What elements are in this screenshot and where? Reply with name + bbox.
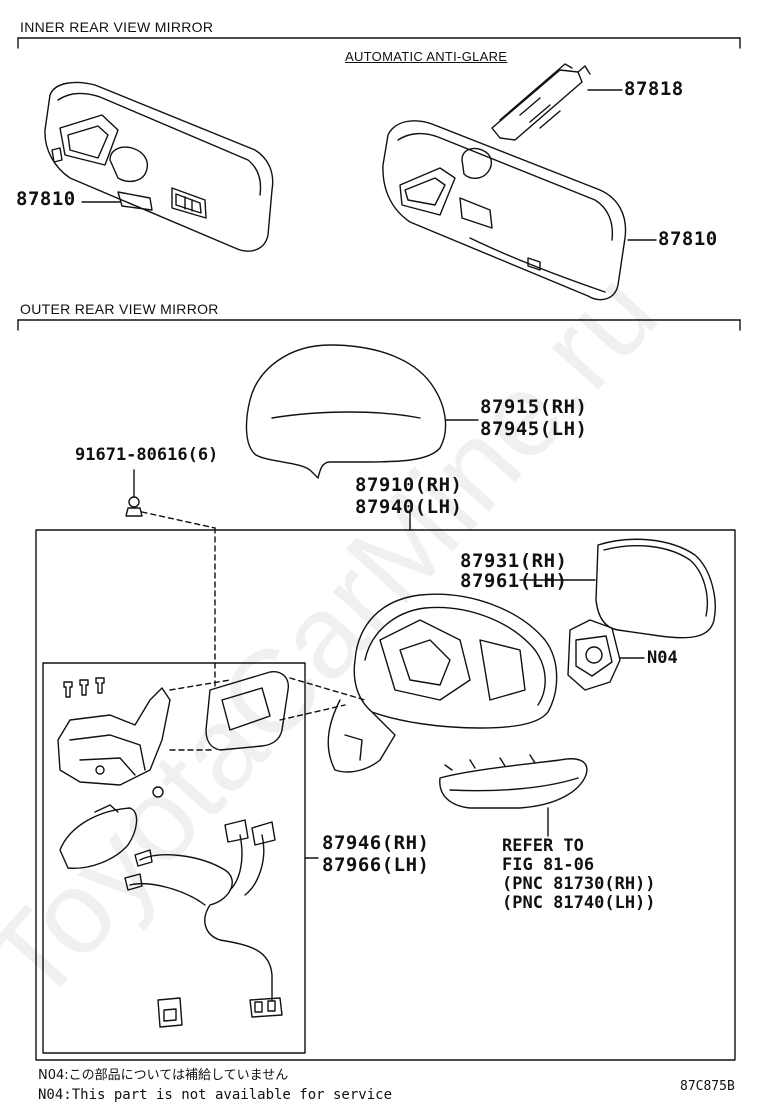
part-n04: N04 [647, 648, 678, 668]
part-87966: 87966(LH) [322, 854, 430, 876]
part-87910: 87910(RH) [355, 474, 463, 496]
screws-set [63, 677, 105, 698]
section-bracket-inner [17, 37, 741, 49]
mirror-cover [245, 344, 447, 479]
section-title-outer: OUTER REAR VIEW MIRROR [20, 301, 219, 317]
part-87940: 87940(LH) [355, 496, 463, 518]
part-91671: 91671-80616(6) [75, 445, 219, 465]
connector-clip [157, 997, 183, 1028]
part-87810-right: 87810 [658, 228, 718, 250]
actuator-n04 [567, 619, 621, 691]
wire-harness [124, 819, 283, 1018]
note-english: N04:This part is not available for servi… [38, 1087, 393, 1103]
inner-cover-plate [205, 671, 289, 751]
refer-line-4: (PNC 81740(LH)) [502, 893, 656, 913]
note-japanese: N04:この部品については補給していません [38, 1068, 289, 1083]
assembly-box-87910 [35, 529, 736, 1061]
mirror-glass [595, 538, 716, 639]
part-87931: 87931(RH) [460, 550, 568, 572]
inner-mirror-auto-antiglare [382, 120, 627, 301]
projection-lines [169, 677, 366, 751]
refer-line-3: (PNC 81730(RH)) [502, 874, 656, 894]
figure-code: 87C875B [680, 1079, 735, 1094]
sensor-87818 [491, 63, 591, 141]
section-title-inner: INNER REAR VIEW MIRROR [20, 19, 214, 35]
part-87945: 87945(LH) [480, 418, 588, 440]
part-87810-left: 87810 [16, 188, 76, 210]
mirror-housing [327, 593, 558, 773]
part-87946: 87946(RH) [322, 832, 430, 854]
part-87818: 87818 [624, 78, 684, 100]
refer-line-2: FIG 81-06 [502, 855, 595, 875]
section-bracket-outer [17, 319, 741, 331]
part-87961: 87961(LH) [460, 570, 568, 592]
refer-line-1: REFER TO [502, 836, 584, 856]
turn-signal-lamp [439, 754, 588, 809]
inner-mirror-standard [44, 81, 274, 252]
screw-91671 [125, 469, 143, 517]
label-auto-antiglare: AUTOMATIC ANTI-GLARE [345, 49, 508, 64]
folding-motor-unit [57, 687, 171, 798]
mirror-base-cover [59, 804, 138, 869]
part-87915: 87915(RH) [480, 396, 588, 418]
